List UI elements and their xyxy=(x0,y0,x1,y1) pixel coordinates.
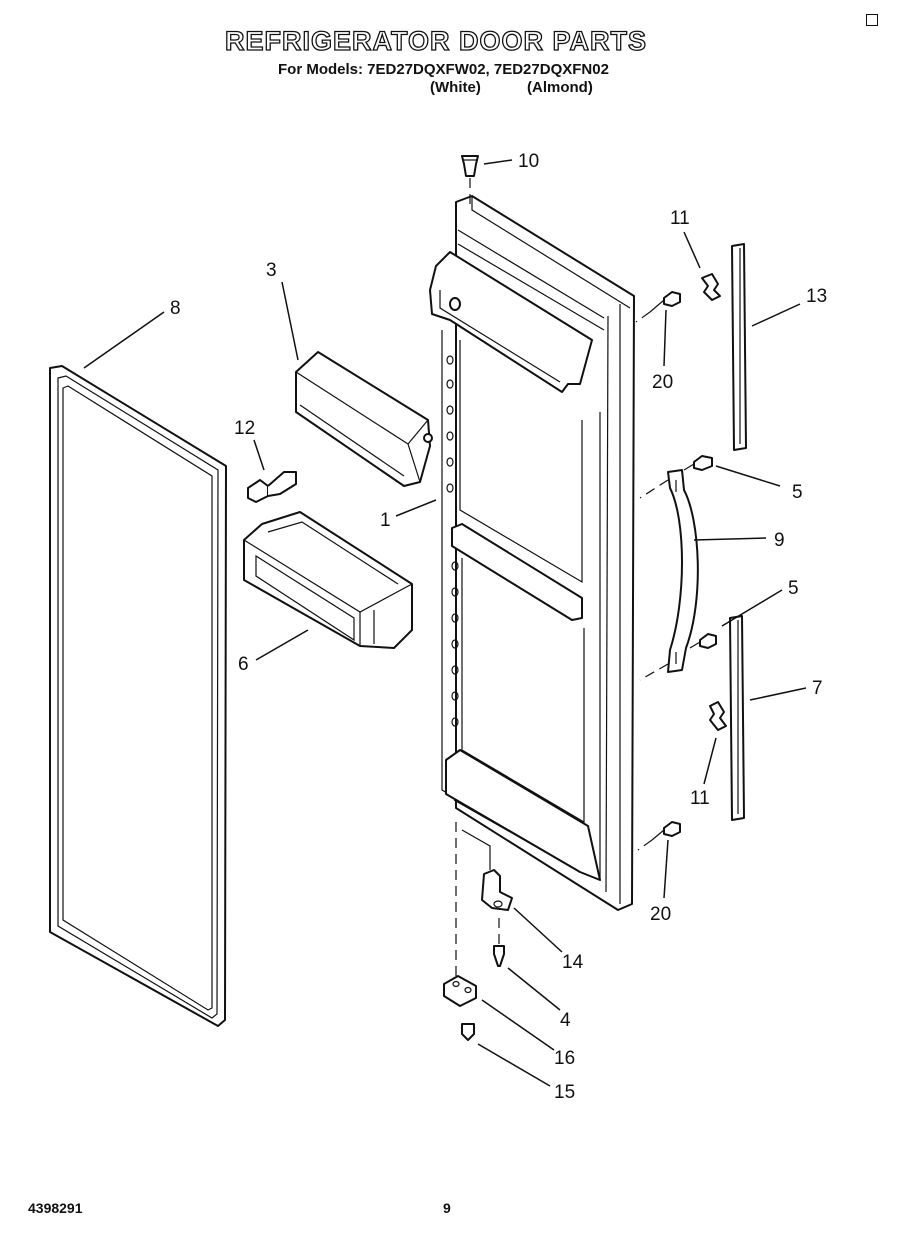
callout-3: 3 xyxy=(266,260,277,281)
part-6-door-bin xyxy=(243,511,413,649)
color-almond-label: (Almond) xyxy=(527,79,593,96)
part-3-dairy-door xyxy=(295,351,433,487)
part-7-trim-strip xyxy=(729,615,745,821)
part-1-door-liner xyxy=(429,195,635,911)
part-11-clip-upper xyxy=(701,273,721,301)
callout-11-upper: 11 xyxy=(670,208,690,229)
color-variants: (White) (Almond) xyxy=(430,79,593,96)
models-line: For Models: 7ED27DQXFW02, 7ED27DQXFN02 xyxy=(278,61,609,78)
callout-4: 4 xyxy=(560,1010,571,1031)
part-5-screw-upper xyxy=(683,455,713,471)
callout-labels: 10 3 8 12 1 6 11 13 20 5 9 5 7 11 20 14 … xyxy=(170,151,827,1103)
part-20-screw-upper xyxy=(635,291,681,323)
callout-10: 10 xyxy=(518,151,539,172)
callout-14: 14 xyxy=(562,952,584,973)
part-15-screw xyxy=(461,1023,475,1041)
page-number: 9 xyxy=(443,1200,451,1216)
shelf-peg-holes xyxy=(446,355,459,727)
part-16-bottom-hinge xyxy=(443,822,477,1007)
leader-lines xyxy=(83,159,807,1087)
callout-8: 8 xyxy=(170,298,181,319)
part-4-screw xyxy=(493,918,505,967)
callout-1: 1 xyxy=(380,510,391,531)
part-11-clip-lower xyxy=(709,701,727,731)
color-white-label: (White) xyxy=(430,79,481,96)
part-14-hinge-bracket xyxy=(461,829,513,911)
callout-16: 16 xyxy=(554,1048,575,1069)
callout-20-upper: 20 xyxy=(652,372,673,393)
part-20-screw-lower xyxy=(637,821,681,851)
part-10-hinge-bushing xyxy=(461,155,479,204)
part-9-door-handle xyxy=(639,469,699,681)
part-8-door-gasket xyxy=(49,365,227,1027)
part-13-trim-strip xyxy=(731,243,747,451)
callout-7: 7 xyxy=(812,678,823,699)
callout-9: 9 xyxy=(774,530,785,551)
callout-6: 6 xyxy=(238,654,249,675)
callout-5-upper: 5 xyxy=(792,482,803,503)
part-5-screw-lower xyxy=(689,633,717,649)
page-title: REFRIGERATOR DOOR PARTS xyxy=(224,25,648,56)
part-list-code: 4398291 xyxy=(28,1200,83,1216)
callout-20-lower: 20 xyxy=(650,904,671,925)
callout-15: 15 xyxy=(554,1082,575,1103)
callout-13: 13 xyxy=(806,286,827,307)
part-12-clip xyxy=(247,471,297,503)
corner-registration-mark xyxy=(866,14,878,26)
callout-5-lower: 5 xyxy=(788,578,799,599)
callout-11-lower: 11 xyxy=(690,788,710,809)
callout-12: 12 xyxy=(234,418,255,439)
